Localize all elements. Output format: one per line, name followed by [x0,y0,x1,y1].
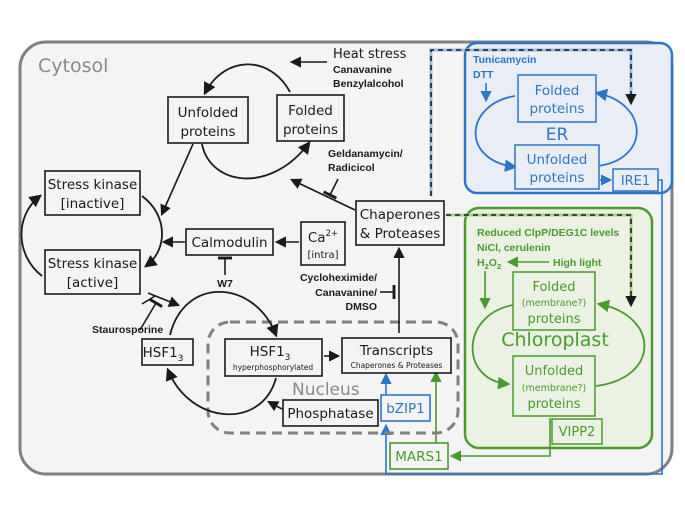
svg-text:Stress kinase: Stress kinase [48,177,138,193]
kinase-inactivation-arrow [20,194,43,277]
canavanine2-label: Canavanine/ [315,287,377,299]
er-folding-loss-arrow [474,95,518,172]
heat-stress-label: Heat stress [333,47,407,62]
transcripts-node: Transcripts Chaperones & Proteases [341,337,452,374]
svg-text:proteins: proteins [283,122,338,138]
unfolded-proteins-node: Unfolded proteins [167,96,249,144]
svg-text:proteins: proteins [528,397,581,412]
svg-text:IRE1: IRE1 [621,174,650,189]
folded-proteins-node: Folded proteins [276,94,345,142]
hsf1-phosphorylation-arrow [169,290,279,338]
refolding-arrow [201,140,311,180]
chaperones-to-er-dashed [430,49,637,196]
svg-text:(membrane?): (membrane?) [522,383,586,394]
svg-text:Unfolded: Unfolded [178,105,239,121]
er-label: ER [546,125,569,145]
w7-label: W7 [217,278,233,290]
ire1-node: IRE1 [612,168,659,192]
svg-text:Phosphatase: Phosphatase [287,406,373,422]
svg-text:proteins: proteins [529,170,584,186]
stress-kinase-inactive-node: Stress kinase [inactive] [44,170,141,216]
bzip1-node: bZIP1 [380,394,431,422]
staurosporine-inhibition [139,298,163,331]
kinase-activation-arrow [141,195,163,268]
hsf1-node: HSF13 [141,338,194,366]
chaperones-to-chloroplast-dashed [446,214,637,308]
benzylalcohol-label: Benzylalcohol [333,78,404,90]
chloro-stressor-clpp: Reduced ClpP/DEG1C levels [477,227,620,239]
chloro-refolding-arrow [595,299,646,387]
geldanamycin-inhibition [322,178,339,200]
svg-text:MARS1: MARS1 [395,449,442,465]
svg-text:proteins: proteins [528,312,581,327]
staurosporine-label: Staurosporine [92,324,163,336]
svg-text:Chaperones & Proteases: Chaperones & Proteases [351,361,443,370]
er-folded-proteins-node: Folded proteins [517,74,597,123]
ire1-to-bzip1-signal [380,179,663,475]
er-refolding-arrow [594,88,638,167]
er-compartment: Tunicamycin DTT Folded proteins ER Unfol… [463,41,674,195]
calmodulin-node: Calmodulin [185,228,274,256]
er-stressor-dtt: DTT [473,69,494,81]
svg-text:HSF13: HSF13 [143,345,184,364]
dmso-label: DMSO [346,301,378,313]
chloro-stressor-nicl: NiCl, cerulenin [477,242,551,254]
chloro-unfolded-proteins-node: Unfolded (membrane?) proteins [512,355,596,417]
svg-text:Unfolded: Unfolded [525,364,583,379]
svg-text:[active]: [active] [67,275,119,291]
svg-text:HSF13: HSF13 [250,344,291,363]
chloro-stressor-h2o2: H2O2 [477,257,501,271]
svg-text:Folded: Folded [532,280,575,295]
svg-text:bZIP1: bZIP1 [386,401,425,417]
svg-text:Unfolded: Unfolded [527,152,588,168]
chloro-folding-loss-arrow [471,304,514,390]
geldanamycin-label: Geldanamycin/ [328,148,403,160]
vipp2-node: VIPP2 [551,418,603,445]
unfolding-arrow [203,63,291,96]
stress-kinase-active-node: Stress kinase [active] [44,249,141,295]
cycloheximide-label: Cycloheximide/ [300,272,377,284]
svg-text:& Proteases: & Proteases [360,226,440,242]
svg-text:proteins: proteins [529,101,584,117]
svg-text:Ca2+: Ca2+ [308,229,338,246]
kinase-to-hsf1-arrow [147,292,181,307]
svg-text:Stress kinase: Stress kinase [48,256,138,272]
svg-text:hyperphosphorylated: hyperphosphorylated [233,363,314,372]
canavanine-label: Canavanine [333,64,392,76]
svg-text:Folded: Folded [535,83,580,99]
svg-text:proteins: proteins [180,124,235,140]
chloro-folded-proteins-node: Folded (membrane?) proteins [512,271,596,331]
vipp2-to-mars1-signal [449,418,551,462]
cytosol-label: Cytosol [38,55,108,77]
svg-text:Chaperones: Chaperones [360,207,441,223]
chloroplast-compartment: Reduced ClpP/DEG1C levels NiCl, ceruleni… [463,206,654,450]
svg-text:Calmodulin: Calmodulin [191,235,267,251]
hsf1-hyperphosphorylated-node: HSF13 hyperphosphorylated [224,338,323,377]
svg-text:[inactive]: [inactive] [61,196,125,212]
phosphatase-arrow [267,400,283,412]
mars1-node: MARS1 [389,442,449,470]
er-stressor-tunicamycin: Tunicamycin [473,54,536,66]
chloroplast-label: Chloroplast [501,329,609,351]
nucleus-compartment: Nucleus [206,320,460,435]
chaperones-proteases-node: Chaperones & Proteases [355,200,445,246]
phosphatase-node: Phosphatase [282,399,379,427]
nucleus-label: Nucleus [292,380,360,400]
radicicol-label: Radicicol [328,162,375,174]
svg-text:Transcripts: Transcripts [359,343,433,359]
svg-text:[intra]: [intra] [307,250,338,261]
hsf1-dephosphorylation-arrow [165,367,277,416]
svg-text:VIPP2: VIPP2 [559,425,596,440]
unfolded-to-kinase-arrow [160,143,194,217]
svg-text:Folded: Folded [288,103,333,119]
er-unfolded-proteins-node: Unfolded proteins [514,144,600,190]
svg-text:(membrane?): (membrane?) [522,298,586,309]
calcium-node: Ca2+ [intra] [300,221,346,266]
chloro-stressor-high-light: High light [553,257,602,269]
